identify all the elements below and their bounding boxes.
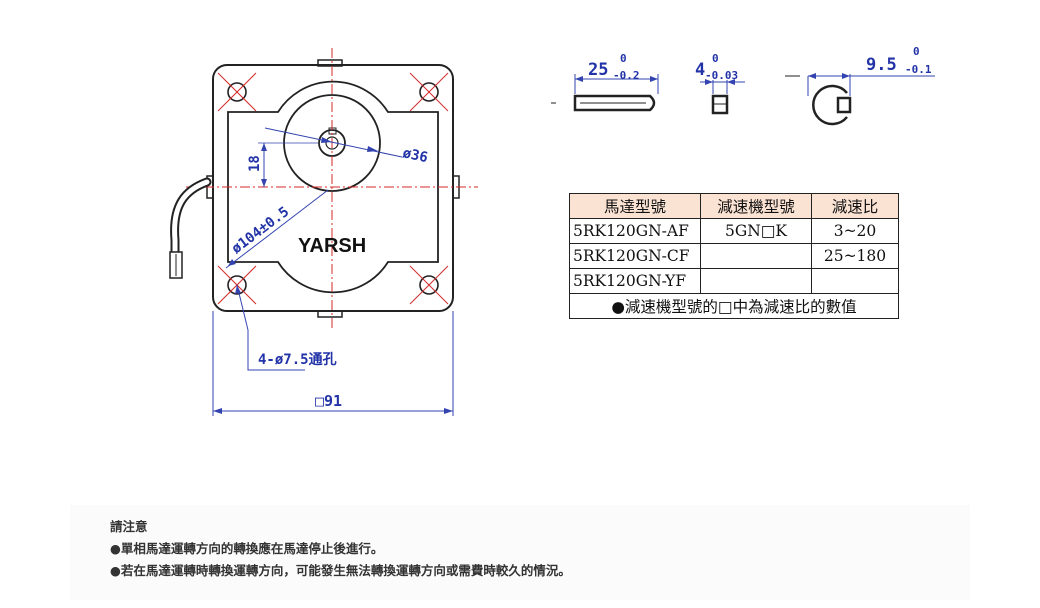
key-depth-tol-lower: -0.1 [905, 63, 932, 76]
table-cell-gearbox-model [700, 268, 812, 294]
mounting-holes [227, 82, 439, 295]
table-cell-ratio [811, 268, 899, 294]
notes-heading: 請注意 [110, 519, 148, 534]
table-footnote-row: ●減速機型號的□中為減速比的數值 [569, 293, 899, 319]
hole-centerlines [217, 72, 449, 305]
dim-bore-line [264, 127, 403, 158]
key-width-tol-lower: -0.03 [705, 69, 738, 82]
table-footnote: ●減速機型號的□中為減速比的數值 [569, 293, 899, 319]
table-cell-gearbox-model: 5GN□K [700, 218, 812, 244]
motor-body-outline [212, 64, 454, 312]
table-header-ratio: 減速比 [811, 193, 899, 219]
shaft-length-main: 25 [588, 60, 608, 80]
shaft-length-tol-lower: -0.2 [613, 69, 640, 82]
inner-profile [227, 80, 439, 294]
notes-panel [70, 505, 970, 600]
table-header-motor-model: 馬達型號 [569, 193, 701, 219]
bottom-ear [317, 310, 343, 318]
notes-line: ●若在馬達運轉時轉換運轉方向，可能發生無法轉換運轉方向或需費時較久的情況。 [110, 563, 571, 578]
key-depth-tol-upper: 0 [913, 45, 920, 58]
dim-holes-leader [236, 284, 305, 371]
dim-pcd-label: ø104±0.5 [229, 204, 292, 257]
brand-label: YARSH [298, 235, 366, 257]
key-width-tol-upper: 0 [712, 52, 719, 65]
dim-height-label: 18 [247, 155, 263, 172]
table-cell-motor-model: 5RK120GN-CF [569, 243, 701, 269]
dim-width-label: □91 [315, 392, 342, 410]
key-width-main: 4 [695, 60, 705, 80]
table-cell-motor-model: 5RK120GN-YF [569, 268, 701, 294]
table-cell-gearbox-model [700, 243, 812, 269]
table-row: 5RK120GN-AF 5GN□K 3~20 [569, 218, 899, 244]
model-table: 馬達型號 減速機型號 減速比 5RK120GN-AF 5GN□K 3~20 5R… [569, 193, 899, 319]
key-width-view [700, 79, 745, 115]
table-row: 5RK120GN-YF [569, 268, 899, 294]
table-cell-ratio: 25~180 [811, 243, 899, 269]
table-cell-ratio: 3~20 [811, 218, 899, 244]
shaft-length-view [551, 74, 659, 112]
dim-holes-label: 4-ø7.5通孔 [258, 352, 337, 368]
table-header-gearbox-model: 減速機型號 [700, 193, 812, 219]
table-row: 5RK120GN-CF 25~180 [569, 243, 899, 269]
notes-line: ●單相馬達運轉方向的轉換應在馬達停止後進行。 [110, 541, 384, 556]
table-header-row: 馬達型號 減速機型號 減速比 [569, 193, 899, 219]
key-depth-main: 9.5 [866, 55, 897, 75]
top-ear [317, 59, 343, 67]
notes: 請注意 ●單相馬達運轉方向的轉換應在馬達停止後進行。 ●若在馬達運轉時轉換運轉方… [110, 516, 930, 582]
key-depth-view [785, 73, 935, 126]
table-cell-motor-model: 5RK120GN-AF [569, 218, 701, 244]
dim-bore-label: ø36 [401, 145, 429, 166]
motor-drawing: ø36 18 ø104±0.5 YARSH 4-ø7.5通孔 □91 25 0 … [169, 45, 935, 416]
dim-pcd-line [225, 189, 329, 269]
shaft-length-tol-upper: 0 [620, 52, 627, 65]
